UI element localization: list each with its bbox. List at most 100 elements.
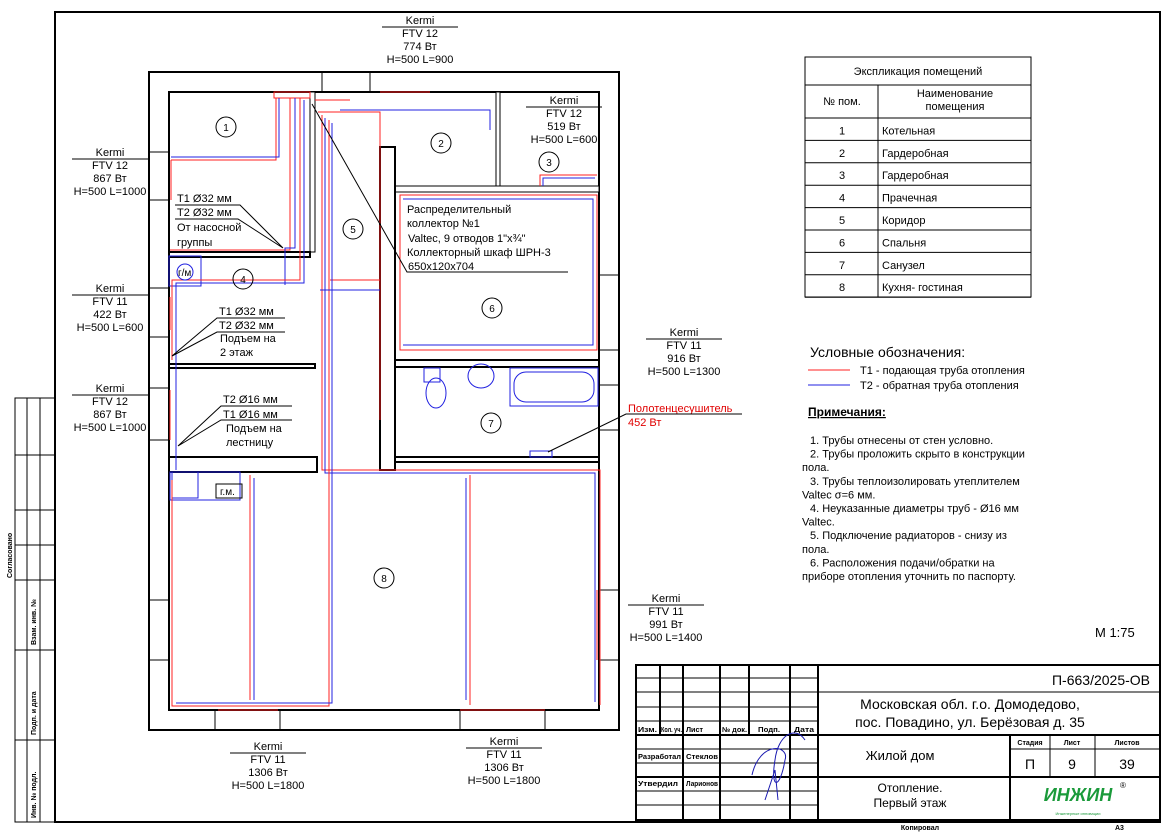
col-name-header: Наименование: [917, 88, 993, 100]
boiler-mark: г/м: [178, 268, 191, 279]
room-num-cell: 1: [839, 125, 845, 137]
room-num-cell: 3: [839, 170, 845, 182]
radiator-model: FTV 12: [402, 28, 438, 40]
room-number: 3: [546, 158, 552, 169]
doc-code: П-663/2025-ОВ: [1052, 672, 1150, 688]
col-name-header: помещения: [926, 101, 985, 113]
address-line: Московская обл. г.о. Домодедово,: [860, 696, 1080, 712]
header-doc: № док.: [722, 726, 747, 734]
format-label: А3: [1115, 825, 1124, 832]
room-name-cell: Кухня- гостиная: [882, 282, 963, 294]
radiator-size: H=500 L=1800: [232, 780, 305, 792]
legend-t1: T1 - подающая труба отопления: [860, 365, 1025, 377]
room-number: 8: [381, 574, 387, 585]
room-name-cell: Санузел: [882, 260, 925, 272]
radiator-size: H=500 L=1000: [74, 186, 147, 198]
room-markers: 1 2 3 4 5 6 7 8: [215, 116, 560, 589]
radiator-model: FTV 11: [648, 606, 683, 618]
pipe-label-floor2: T1 Ø32 мм T2 Ø32 мм Подъем на 2 этаж: [171, 306, 285, 359]
scale-label: М 1:75: [1095, 625, 1135, 640]
radiator-brand: Kermi: [670, 327, 699, 339]
name-developer: Стеклов: [686, 754, 719, 761]
radiator-size: H=500 L=1000: [74, 422, 147, 434]
notes: Примечания: 1. Трубы отнесены от стен ус…: [802, 405, 1025, 583]
svg-text:Valtec, 9 отводов 1"x¾": Valtec, 9 отводов 1"x¾": [408, 233, 526, 245]
room-num-cell: 6: [839, 237, 845, 249]
radiator-brand: Kermi: [96, 147, 125, 159]
radiator-brand: Kermi: [254, 741, 283, 753]
note-line: 6. Расположения подачи/обратки на: [810, 557, 995, 569]
radiator-power: 422 Вт: [93, 309, 126, 321]
radiator-brand: Kermi: [96, 283, 125, 295]
room-name-cell: Прачечная: [882, 193, 937, 205]
radiator-power: 867 Вт: [93, 173, 126, 185]
radiator-size: H=500 L=1800: [468, 775, 541, 787]
svg-text:T1 Ø16 мм: T1 Ø16 мм: [223, 409, 278, 421]
company-logo: ИНЖИН: [1044, 785, 1114, 805]
room-name-cell: Спальня: [882, 237, 926, 249]
room-name-cell: Гардеробная: [882, 148, 949, 160]
room-number: 1: [223, 123, 229, 134]
radiator-power: 519 Вт: [547, 121, 580, 133]
svg-text:T2 Ø32 мм: T2 Ø32 мм: [219, 320, 274, 332]
room-number: 6: [489, 304, 495, 315]
note-line: 3. Трубы теплоизолировать утеплителем: [810, 476, 1020, 488]
legend-t2: T2 - обратная труба отопления: [860, 380, 1019, 392]
room-num-cell: 2: [839, 148, 845, 160]
note-line: пола.: [802, 544, 829, 556]
radiator-brand: Kermi: [406, 15, 435, 27]
room-num-cell: 7: [839, 260, 845, 272]
bathroom-fixtures: [168, 255, 599, 501]
pipe-label-stairs: T2 Ø16 мм T1 Ø16 мм Подъем на лестницу: [177, 394, 292, 449]
svg-text:T1 Ø32 мм: T1 Ø32 мм: [177, 193, 232, 205]
svg-text:452 Вт: 452 Вт: [628, 417, 661, 429]
svg-text:Распределительный: Распределительный: [407, 204, 511, 216]
collector-label: Распределительный коллектор №1 Valtec, 9…: [311, 103, 568, 273]
svg-text:Коллекторный шкаф ШРН-3: Коллекторный шкаф ШРН-3: [407, 247, 551, 259]
room-name-cell: Гардеробная: [882, 170, 949, 182]
radiator-size: H=500 L=1300: [648, 366, 721, 378]
svg-text:От насосной: От насосной: [177, 222, 241, 234]
legend-title: Условные обозначения:: [810, 344, 965, 360]
room-num-cell: 8: [839, 282, 845, 294]
agreed-label: Согласовано: [7, 533, 14, 578]
col-num-header: № пом.: [823, 96, 861, 108]
explication-table: Экспликация помещений № пом. Наименовани…: [804, 56, 1032, 298]
svg-text:T2 Ø32 мм: T2 Ø32 мм: [177, 207, 232, 219]
note-line: Valtec.: [802, 517, 835, 529]
radiator-power: 1306 Вт: [248, 767, 288, 779]
pipes: [169, 91, 601, 711]
radiator-power: 916 Вт: [667, 353, 700, 365]
address-line: пос. Повадино, ул. Берёзовая д. 35: [855, 714, 1085, 730]
sheet-title: Первый этаж: [874, 796, 947, 810]
role-approver: Утвердил: [638, 781, 678, 788]
radiator-model: FTV 11: [250, 754, 285, 766]
svg-text:Листов: Листов: [1114, 740, 1140, 747]
svg-text:650x120x704: 650x120x704: [408, 261, 474, 273]
svg-text:2 этаж: 2 этаж: [220, 347, 254, 359]
pipe-label-pump: T1 Ø32 мм T2 Ø32 мм От насосной группы: [175, 193, 284, 249]
header-change: Изм.: [638, 727, 657, 734]
note-line: 4. Неуказанные диаметры труб - Ø16 мм: [810, 503, 1019, 515]
svg-text:лестницу: лестницу: [226, 437, 274, 449]
inv-replace-label: Взам. инв. №: [30, 599, 38, 645]
sign-date-label: Подп. и дата: [31, 691, 38, 735]
radiator-power: 1306 Вт: [484, 762, 524, 774]
radiator-brand: Kermi: [490, 736, 519, 748]
sheets-value: 39: [1119, 756, 1135, 772]
note-line: Valtec σ=6 мм.: [802, 489, 875, 501]
room-name-cell: Коридор: [882, 215, 925, 227]
room-name-cell: Котельная: [882, 125, 935, 137]
header-sign: Подп.: [758, 727, 780, 734]
radiator-model: FTV 12: [546, 108, 582, 120]
radiator-power: 991 Вт: [649, 619, 682, 631]
registered-mark: ®: [1120, 781, 1126, 790]
